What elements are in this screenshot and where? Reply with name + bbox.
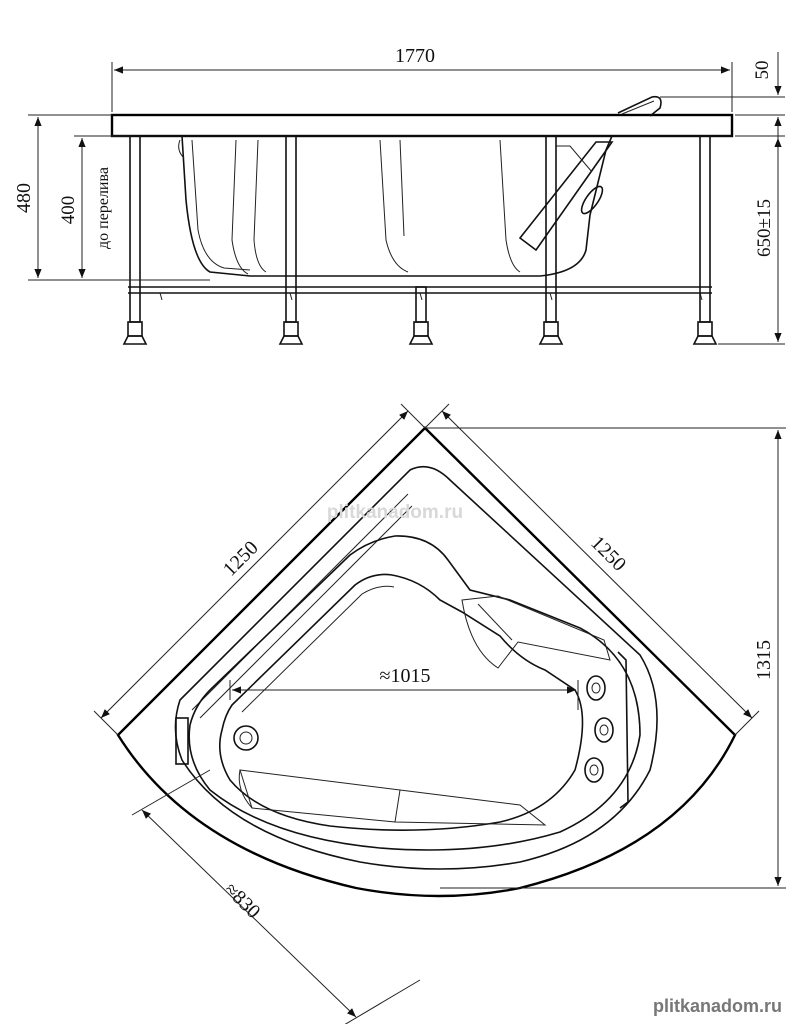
overflow-height-label: 400 bbox=[58, 196, 79, 225]
inner-length-label: ≈1015 bbox=[380, 665, 431, 687]
top-view: 1250 1250 1315 ≈1015 ≈830 bbox=[93, 403, 786, 1024]
watermark-corner: plitkanadom.ru bbox=[653, 996, 782, 1016]
tub-rim bbox=[110, 113, 734, 138]
seat-bench bbox=[239, 769, 547, 826]
overflow-note: до перелива bbox=[95, 167, 112, 249]
overflow-hole bbox=[580, 185, 604, 215]
side-b-label: 1250 bbox=[586, 532, 630, 576]
dimension-overflow: 400 до перелива bbox=[58, 135, 130, 278]
jet bbox=[594, 717, 614, 743]
total-height-label: 480 bbox=[13, 183, 35, 213]
jet bbox=[584, 757, 604, 783]
bowl-outer bbox=[188, 535, 641, 851]
dimension-length: 1770 bbox=[111, 45, 733, 112]
dimension-side-b: 1250 bbox=[424, 403, 760, 736]
leg bbox=[278, 135, 304, 345]
dimension-inner-length: ≈1015 bbox=[229, 665, 579, 710]
bowl-floor bbox=[219, 573, 584, 831]
leg bbox=[122, 135, 148, 345]
watermark-center: plitkanadom.ru bbox=[327, 502, 463, 523]
drain bbox=[233, 725, 259, 751]
bath-outline bbox=[116, 426, 737, 898]
jet bbox=[586, 675, 606, 701]
tub-body bbox=[181, 135, 613, 277]
dimension-side-a: 1250 bbox=[93, 403, 426, 736]
dimension-leg-height: 650±15 bbox=[718, 135, 785, 345]
dimension-inner-width: ≈830 bbox=[131, 769, 421, 1024]
headrest bbox=[617, 95, 662, 117]
side-view: 1770 50 650±15 480 400 bbox=[13, 45, 785, 345]
rim-label: 50 bbox=[752, 61, 773, 80]
leg bbox=[538, 135, 564, 345]
diagonal-label: 1315 bbox=[753, 640, 775, 680]
dimension-total-height: 480 bbox=[13, 114, 210, 281]
side-handle bbox=[175, 717, 189, 765]
length-label: 1770 bbox=[395, 45, 435, 67]
inner-width-label: ≈830 bbox=[220, 878, 265, 923]
dimension-rim: 50 bbox=[660, 52, 785, 145]
leg-height-label: 650±15 bbox=[754, 199, 775, 257]
dimension-diagonal: 1315 bbox=[425, 427, 786, 889]
leg bbox=[692, 135, 718, 345]
side-a-label: 1250 bbox=[219, 537, 263, 581]
leg bbox=[408, 286, 434, 345]
backrest-panel bbox=[518, 141, 614, 252]
